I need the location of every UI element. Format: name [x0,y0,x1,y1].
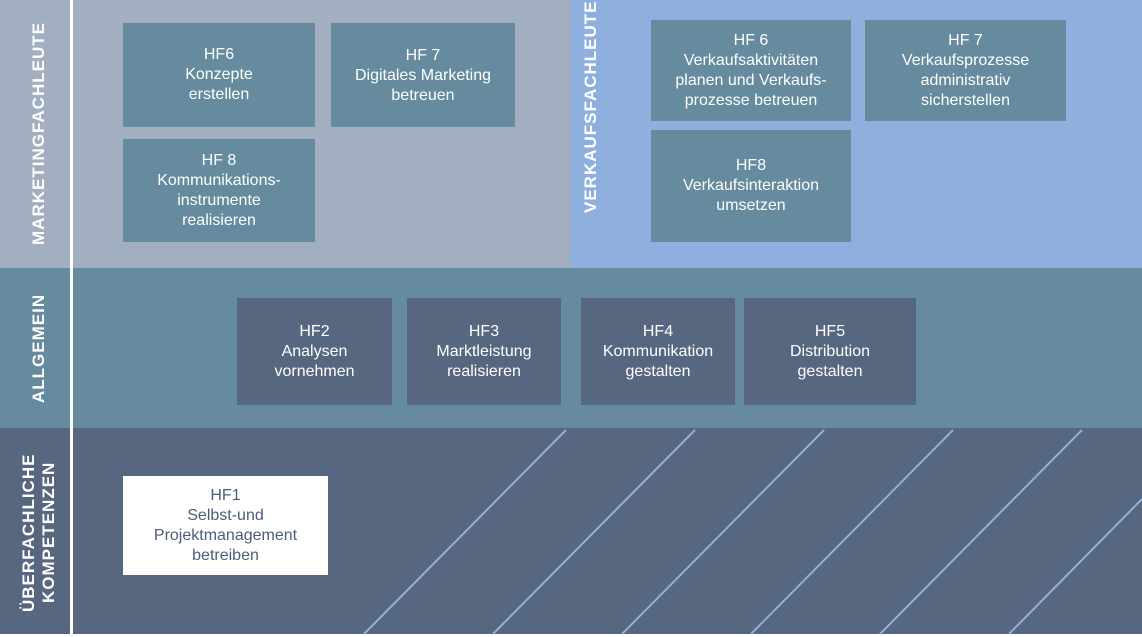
row-label-ueberfachlich: ÜBERFACHLICHE KOMPETENZEN [19,453,58,612]
box-code: HF 6 [733,31,769,49]
box-code: HF4 [642,322,674,340]
hatch-line [750,429,954,635]
box-verkauf-hf6: HF 6 Verkaufsaktivitäten planen und Verk… [651,20,851,121]
box-title: Kommunikations- instrumente realisieren [157,171,281,229]
box-code: HF8 [735,157,767,174]
box-code: HF5 [814,322,846,340]
box-marketing-hf6: HF6 Konzepte erstellen [123,23,315,127]
box-title: Verkaufsaktivitäten planen und Verkaufs-… [675,51,827,109]
box-allgemein-hf2: HF2 Analysen vornehmen [237,298,392,405]
box-code: HF 7 [948,31,983,49]
box-code: HF3 [468,322,500,340]
box-code: HF6 [203,46,235,63]
box-title: Verkaufsprozesse administrativ sicherste… [901,51,1030,109]
row-label-marketing: MARKETINGFACHLEUTE [29,22,48,246]
hatch-line [492,429,696,635]
hatch-line [879,429,1083,635]
box-allgemein-hf4: HF4 Kommunikation gestalten [581,298,735,405]
box-title: Distribution gestalten [789,342,871,380]
row-label-verkauf: VERKAUFSFACHLEUTE [581,0,600,213]
box-ueberfachlich-hf1: HF1 Selbst-und Projektmanagement betreib… [123,476,328,575]
box-allgemein-hf5: HF5 Distribution gestalten [744,298,916,405]
box-title: Selbst-und Projektmanagement betreiben [153,506,298,564]
box-code: HF1 [210,486,241,504]
box-verkauf-hf7: HF 7 Verkaufsprozesse administrativ sich… [865,20,1066,121]
box-marketing-hf7: HF 7 Digitales Marketing betreuen [331,23,515,127]
box-code: HF 8 [201,151,237,169]
hatch-line [1008,498,1142,635]
label-divider [70,0,73,637]
box-allgemein-hf3: HF3 Marktleistung realisieren [407,298,561,405]
allgemein-band [0,268,1142,428]
row-label-allgemein: ALLGEMEIN [29,293,48,403]
box-verkauf-hf8: HF8 Verkaufsinteraktion umsetzen [651,130,851,242]
box-title: Analysen vornehmen [274,342,355,380]
hatch-line [363,429,567,635]
hatch-line [621,429,825,635]
box-marketing-hf8: HF 8 Kommunikations- instrumente realisi… [123,139,315,242]
box-title: Verkaufsinteraktion umsetzen [682,177,820,214]
box-title: Digitales Marketing betreuen [354,67,492,104]
box-title: Konzepte erstellen [185,66,253,103]
box-code: HF 7 [405,47,441,64]
box-title: Kommunikation gestalten [602,342,714,380]
box-title: Marktleistung realisieren [436,342,532,380]
box-code: HF2 [299,322,330,340]
